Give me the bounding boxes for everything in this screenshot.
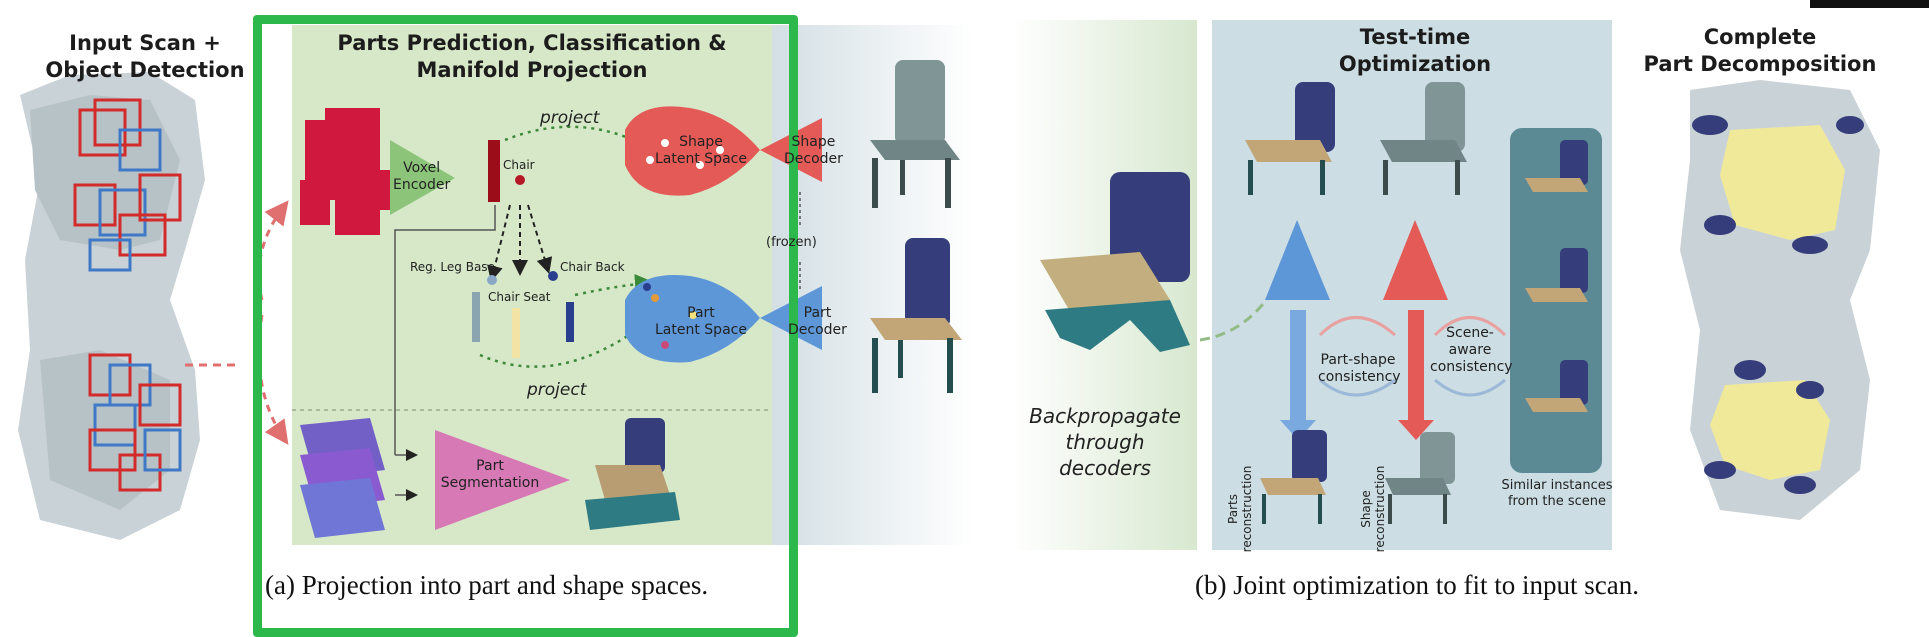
latent-code-bar <box>488 140 500 202</box>
shape-reconstruction-chair <box>1385 432 1455 524</box>
complete-decomposition-scan <box>1680 80 1880 520</box>
input-scan-mesh <box>18 72 205 540</box>
reg-leg-base-label: Reg. Leg Base <box>410 260 495 274</box>
highlight-frame <box>253 15 798 637</box>
chair-class-dot <box>515 175 525 185</box>
tto-shape-chair <box>1380 82 1467 195</box>
title-input-scan: Input Scan +Object Detection <box>45 31 245 82</box>
chair-back-code <box>566 302 574 342</box>
frozen-label: (frozen) <box>766 235 817 250</box>
caption-b: (b) Joint optimization to fit to input s… <box>1195 570 1639 600</box>
shape-latent-space <box>625 106 760 196</box>
voxel-input <box>300 108 390 235</box>
chair-seat-code <box>512 308 520 358</box>
detection-boxes-bottom <box>88 353 182 492</box>
tto-part-decoder <box>1265 220 1330 300</box>
decoded-shape-chair <box>870 60 960 208</box>
decoded-part-chair <box>870 238 962 393</box>
chair-back-label: Chair Back <box>560 260 625 274</box>
input-partial-scan <box>1040 172 1190 352</box>
detection-boxes-top <box>73 98 182 272</box>
voxel-slices <box>300 418 385 538</box>
project-label-bottom: project <box>527 380 587 400</box>
title-parts-prediction: Parts Prediction, Classification &Manifo… <box>337 31 727 82</box>
segmented-chair <box>585 418 680 530</box>
caption-a: (a) Projection into part and shape space… <box>265 570 709 600</box>
tto-part-chair <box>1245 82 1335 195</box>
parts-reconstruction-chair <box>1260 430 1327 524</box>
chair-label: Chair <box>503 158 535 172</box>
project-label-top: project <box>540 108 600 128</box>
leg-base-code <box>472 292 480 342</box>
tto-shape-decoder <box>1383 220 1448 300</box>
chair-seat-label: Chair Seat <box>488 290 551 304</box>
voxel-encoder-triangle <box>390 140 455 215</box>
part-segmentation-triangle <box>435 430 570 530</box>
similar-instance-chairs <box>1525 140 1588 412</box>
